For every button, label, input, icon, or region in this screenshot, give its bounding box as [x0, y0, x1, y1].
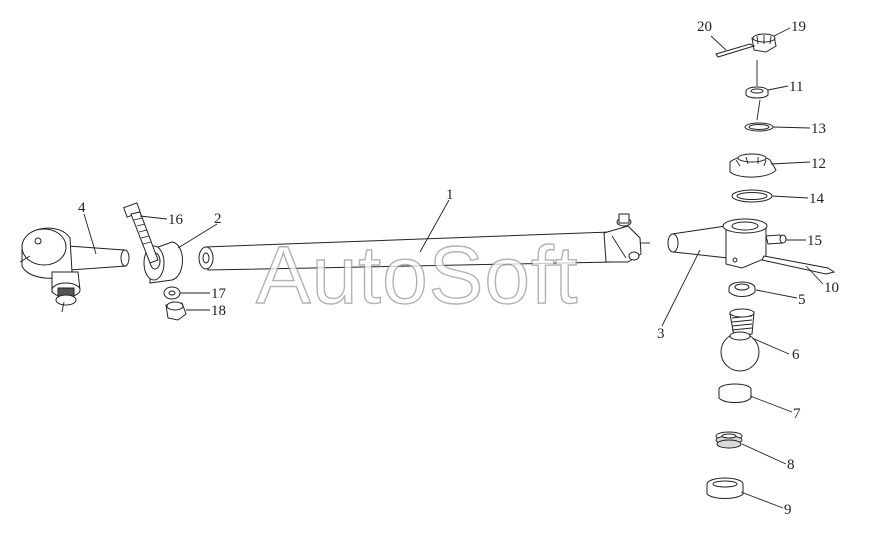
callout-9: 9 — [784, 502, 792, 518]
hex-nut — [165, 301, 187, 321]
bottom-plug — [706, 477, 744, 499]
callout-20: 20 — [697, 19, 712, 35]
tie-rod-tube — [198, 213, 650, 271]
callout-18: 18 — [211, 303, 226, 319]
ball-pin — [720, 308, 760, 372]
right-tie-rod-end-housing — [667, 218, 768, 269]
cotter-pin-lower — [761, 255, 836, 275]
compression-spring — [715, 431, 743, 449]
callout-16: 16 — [168, 212, 184, 228]
callout-1: 1 — [446, 187, 454, 203]
upper-washer — [745, 86, 769, 99]
dust-boot — [729, 153, 777, 178]
leader-lines — [83, 27, 824, 509]
callout-12: 12 — [811, 156, 826, 172]
callout-2: 2 — [214, 211, 222, 227]
seat-ring — [728, 281, 756, 297]
callout-13: 13 — [811, 121, 826, 137]
callout-17: 17 — [211, 286, 227, 302]
callout-10: 10 — [824, 280, 839, 296]
callout-4: 4 — [78, 200, 86, 216]
cotter-pin-upper — [715, 43, 756, 58]
callout-labels: 1 2 3 4 5 6 7 8 9 10 11 12 13 14 15 16 1… — [78, 19, 839, 518]
left-tie-rod-end — [19, 227, 130, 313]
callout-19: 19 — [791, 19, 806, 35]
lower-bush — [718, 383, 752, 403]
callout-14: 14 — [809, 191, 825, 207]
callout-5: 5 — [798, 292, 806, 308]
retaining-ring — [731, 189, 773, 203]
sealing-ring — [744, 122, 774, 132]
callout-6: 6 — [792, 347, 800, 363]
spring-washer — [163, 286, 181, 300]
clamp-bolt — [123, 202, 159, 264]
callout-8: 8 — [787, 457, 795, 473]
callout-7: 7 — [793, 406, 801, 422]
callout-3: 3 — [657, 326, 665, 342]
castle-nut — [751, 33, 777, 53]
callout-11: 11 — [789, 79, 803, 95]
watermark: AutoSoft — [256, 230, 579, 321]
callout-15: 15 — [807, 233, 822, 249]
grease-fitting — [765, 234, 787, 245]
